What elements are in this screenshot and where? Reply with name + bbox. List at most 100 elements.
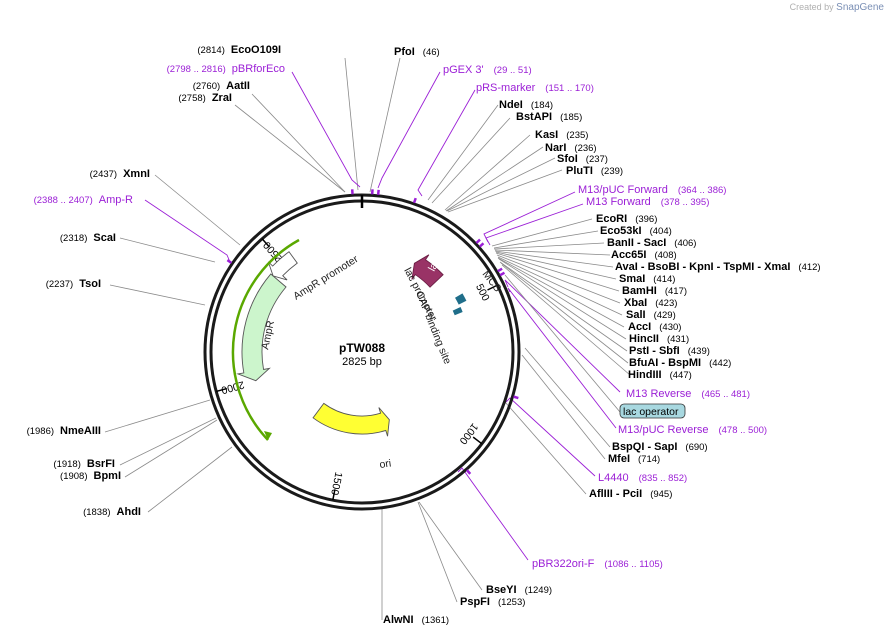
enzyme-position: (1908) bbox=[60, 471, 87, 482]
enzyme-position: (235) bbox=[566, 130, 588, 141]
enzyme-position: (404) bbox=[650, 226, 672, 237]
snapgene-logo: Created by SnapGene bbox=[790, 2, 884, 13]
enzyme-name: BanII - SacI bbox=[607, 237, 666, 249]
enzyme-position: (1253) bbox=[498, 597, 525, 608]
enzyme-name: Acc65I bbox=[611, 249, 646, 261]
enzyme-position: (2760) bbox=[193, 81, 220, 92]
primer-labels: pBRforEco(2798 .. 2816)pGEX 3'(29 .. 51)… bbox=[34, 63, 767, 570]
enzyme-position: (1249) bbox=[525, 585, 552, 596]
enzyme-position: (714) bbox=[638, 454, 660, 465]
enzyme-name: SmaI bbox=[619, 273, 645, 285]
primer-leader-lines bbox=[144, 71, 621, 561]
enzyme-name: XmnI bbox=[123, 168, 150, 180]
enzyme-name: BsrFI bbox=[87, 458, 115, 470]
enzyme-position: (690) bbox=[685, 442, 707, 453]
enzyme-position: (185) bbox=[560, 112, 582, 123]
ampr-orf-line bbox=[231, 238, 300, 441]
enzyme-name: BspQI - SapI bbox=[612, 441, 677, 453]
enzyme-position: (1986) bbox=[27, 426, 54, 437]
primer-position: (2798 .. 2816) bbox=[167, 64, 226, 75]
enzyme-name: BpmI bbox=[94, 470, 122, 482]
primer-name: pGEX 3' bbox=[443, 64, 484, 76]
primer-position: (835 .. 852) bbox=[639, 473, 688, 484]
enzyme-name: BstAPI bbox=[516, 111, 552, 123]
primer-site-mark bbox=[513, 395, 519, 400]
enzyme-name: AccI bbox=[628, 321, 651, 333]
enzyme-name: MfeI bbox=[608, 453, 630, 465]
tick-label: 1000 bbox=[457, 421, 481, 447]
tick-mark bbox=[216, 387, 228, 393]
primer-position: (378 .. 395) bbox=[661, 197, 710, 208]
enzyme-position: (431) bbox=[667, 334, 689, 345]
enzyme-name: PspFI bbox=[460, 596, 490, 608]
enzyme-labels: EcoO109I(2814)PfoI(46)AatII(2760)ZraI(27… bbox=[27, 44, 821, 626]
enzyme-name: ScaI bbox=[93, 232, 116, 244]
enzyme-position: (429) bbox=[654, 310, 676, 321]
primer-name: M13 Forward bbox=[586, 196, 651, 208]
feature-ampr-promoter bbox=[267, 251, 298, 281]
enzyme-name: TsoI bbox=[79, 278, 101, 290]
enzyme-position: (237) bbox=[586, 154, 608, 165]
enzyme-position: (945) bbox=[650, 489, 672, 500]
leader-lines bbox=[104, 57, 631, 620]
enzyme-name: NarI bbox=[545, 142, 566, 154]
primer-name: M13/pUC Forward bbox=[578, 184, 668, 196]
enzyme-position: (2318) bbox=[60, 233, 87, 244]
enzyme-name: BamHI bbox=[622, 285, 657, 297]
enzyme-position: (1918) bbox=[53, 459, 80, 470]
primer-position: (1086 .. 1105) bbox=[604, 559, 662, 570]
feature-ori bbox=[312, 402, 390, 437]
feature-lacz bbox=[411, 254, 444, 288]
enzyme-position: (430) bbox=[659, 322, 681, 333]
enzyme-position: (184) bbox=[531, 100, 553, 111]
primer-name: Amp-R bbox=[99, 194, 133, 206]
primer-name: pBR322ori-F bbox=[532, 558, 595, 570]
enzyme-name: PstI - SbfI bbox=[629, 345, 680, 357]
primer-position: (465 .. 481) bbox=[701, 389, 750, 400]
enzyme-name: HindIII bbox=[628, 369, 662, 381]
feature-ampr bbox=[236, 273, 287, 382]
feature-label-cap: CAP binding site bbox=[413, 290, 453, 366]
enzyme-name: XbaI bbox=[624, 297, 647, 309]
enzyme-name: NmeAIII bbox=[60, 425, 101, 437]
primer-name: pRS-marker bbox=[476, 82, 536, 94]
enzyme-position: (447) bbox=[670, 370, 692, 381]
enzyme-position: (1838) bbox=[83, 507, 110, 518]
enzyme-position: (1361) bbox=[422, 615, 449, 626]
tick-mark bbox=[487, 284, 498, 291]
enzyme-position: (396) bbox=[635, 214, 657, 225]
enzyme-position: (417) bbox=[665, 286, 687, 297]
tick-mark bbox=[332, 489, 336, 501]
primer-position: (2388 .. 2407) bbox=[34, 195, 93, 206]
enzyme-name: EcoRI bbox=[596, 213, 627, 225]
enzyme-position: (2814) bbox=[197, 45, 224, 56]
primer-site-mark bbox=[376, 189, 380, 195]
primer-site-mark bbox=[226, 259, 233, 264]
primer-name: M13 Reverse bbox=[626, 388, 691, 400]
enzyme-name: AvaI - BsoBI - KpnI - TspMI - XmaI bbox=[615, 261, 790, 273]
ampr-orf-arrowhead bbox=[264, 431, 272, 440]
enzyme-name: AatII bbox=[226, 80, 250, 92]
primer-position: (364 .. 386) bbox=[678, 185, 727, 196]
enzyme-position: (406) bbox=[674, 238, 696, 249]
primer-name: M13/pUC Reverse bbox=[618, 424, 708, 436]
lac-operator-leader bbox=[504, 274, 621, 413]
primer-site-mark bbox=[497, 267, 503, 273]
enzyme-name: SalI bbox=[626, 309, 646, 321]
feature-label-ori: ori bbox=[379, 457, 392, 471]
feature-arrows bbox=[226, 189, 519, 475]
primer-site-mark bbox=[478, 242, 485, 248]
enzyme-name: KasI bbox=[535, 129, 558, 141]
primer-site-mark bbox=[465, 469, 472, 475]
tick-mark bbox=[472, 436, 483, 445]
primer-site-mark bbox=[412, 197, 417, 204]
lac-operator-badge bbox=[619, 403, 686, 419]
enzyme-name: EcoO109I bbox=[231, 44, 281, 56]
tick-mark bbox=[261, 238, 270, 248]
enzyme-position: (423) bbox=[655, 298, 677, 309]
enzyme-name: AlwNI bbox=[383, 614, 414, 626]
plasmid-size: 2825 bp bbox=[342, 356, 382, 368]
enzyme-name: NdeI bbox=[499, 99, 523, 111]
primer-site-mark bbox=[499, 271, 506, 277]
enzyme-name: AflIII - PciI bbox=[589, 488, 642, 500]
